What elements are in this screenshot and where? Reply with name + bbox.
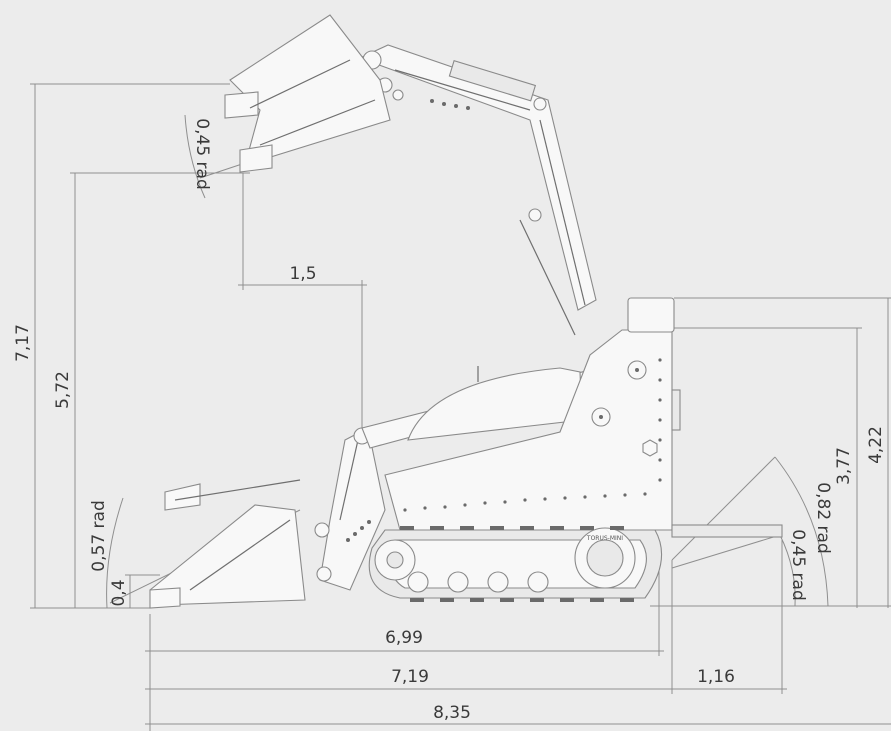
raised-arm bbox=[358, 44, 597, 336]
track-assembly: TORUS-MINI bbox=[368, 526, 662, 602]
dim-overall-length: 8,35 bbox=[433, 703, 471, 723]
dim-departure-angle: 0,82 rad bbox=[813, 482, 833, 553]
hex-bolt-icon bbox=[642, 439, 658, 457]
dim-track-top-height: 3,77 bbox=[834, 447, 854, 485]
dim-length-to-platform: 7,19 bbox=[391, 667, 429, 687]
fan-grille-icon bbox=[627, 360, 647, 380]
raised-bucket bbox=[224, 14, 391, 173]
dim-dump-angle-raised: 0,45 rad bbox=[192, 118, 212, 189]
dim-max-lift-height: 7,17 bbox=[13, 324, 33, 362]
dim-platform-length: 1,16 bbox=[697, 667, 735, 687]
dim-length-to-track-end: 6,99 bbox=[385, 628, 423, 648]
dim-platform-angle: 0,45 rad bbox=[788, 529, 808, 600]
fan-grille-icon bbox=[591, 407, 611, 427]
dim-dump-reach: 1,5 bbox=[289, 264, 316, 284]
dim-bucket-ground-height: 0,4 bbox=[109, 579, 129, 606]
dim-overall-height: 4,22 bbox=[866, 426, 886, 464]
machine-chassis bbox=[384, 297, 783, 538]
lowered-bucket bbox=[149, 479, 306, 609]
dim-rollback-angle-ground: 0,57 rad bbox=[89, 500, 109, 571]
brand-badge: TORUS-MINI bbox=[586, 535, 623, 542]
dim-dump-height: 5,72 bbox=[53, 371, 73, 409]
